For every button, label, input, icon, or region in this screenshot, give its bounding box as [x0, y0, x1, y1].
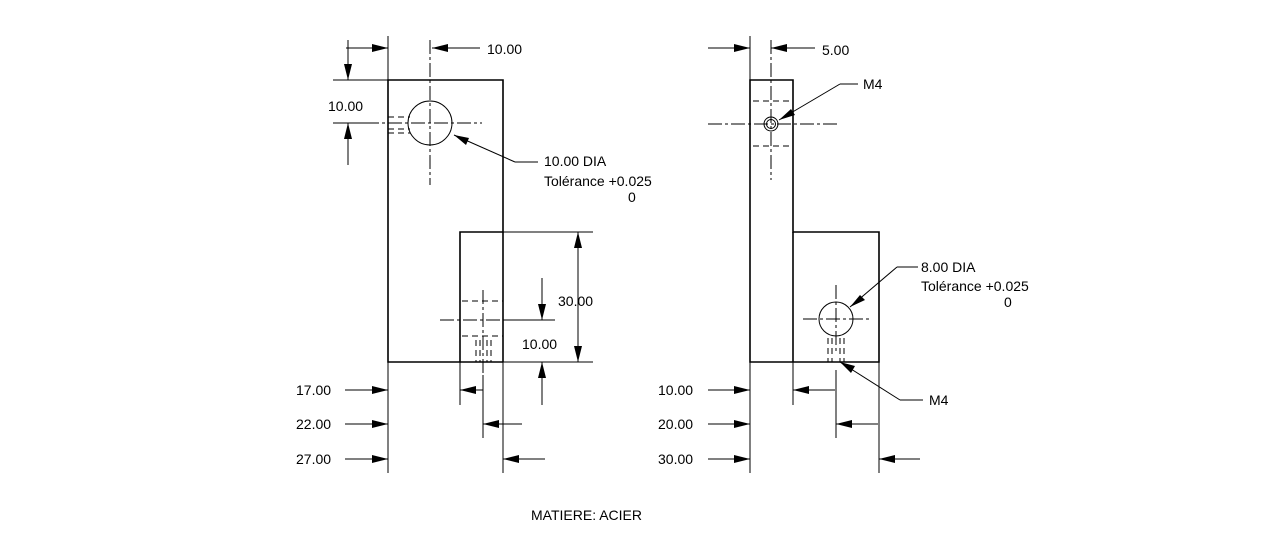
left-dim-slot-hole: 10.00: [522, 336, 557, 352]
left-hole-note-dia: 10.00 DIA: [544, 153, 607, 169]
right-dim-top-width: 5.00: [822, 42, 849, 58]
left-dim-bottom-2: 22.00: [296, 416, 331, 432]
left-view: 10.00 10.00 10.00 DIA Tolérance +0.025 0…: [296, 36, 652, 473]
left-dim-top-width: 10.00: [487, 41, 522, 57]
left-dim-top-height: 10.00: [328, 98, 363, 114]
right-thread-bottom-label: M4: [929, 392, 949, 408]
right-thread-top-label: M4: [863, 76, 883, 92]
right-hole-note-tol: Tolérance +0.025: [921, 278, 1029, 294]
right-hole-note-zero: 0: [1004, 294, 1012, 310]
left-hole-note-zero: 0: [628, 189, 636, 205]
right-dim-bottom-3: 30.00: [658, 451, 693, 467]
right-hole-note-dia: 8.00 DIA: [921, 259, 976, 275]
left-dim-bottom-3: 27.00: [296, 451, 331, 467]
right-part-outline: [749, 79, 880, 363]
right-view: M4 5.00 8.00 DIA Tolérance +0.025 0 M4: [658, 36, 1029, 473]
left-dim-slot-height: 30.00: [558, 293, 593, 309]
right-dim-bottom-1: 10.00: [658, 382, 693, 398]
left-dim-bottom-1: 17.00: [296, 382, 331, 398]
left-hole-note-tol: Tolérance +0.025: [544, 173, 652, 189]
right-dim-bottom-2: 20.00: [658, 416, 693, 432]
material-label: MATIERE: ACIER: [531, 507, 642, 523]
